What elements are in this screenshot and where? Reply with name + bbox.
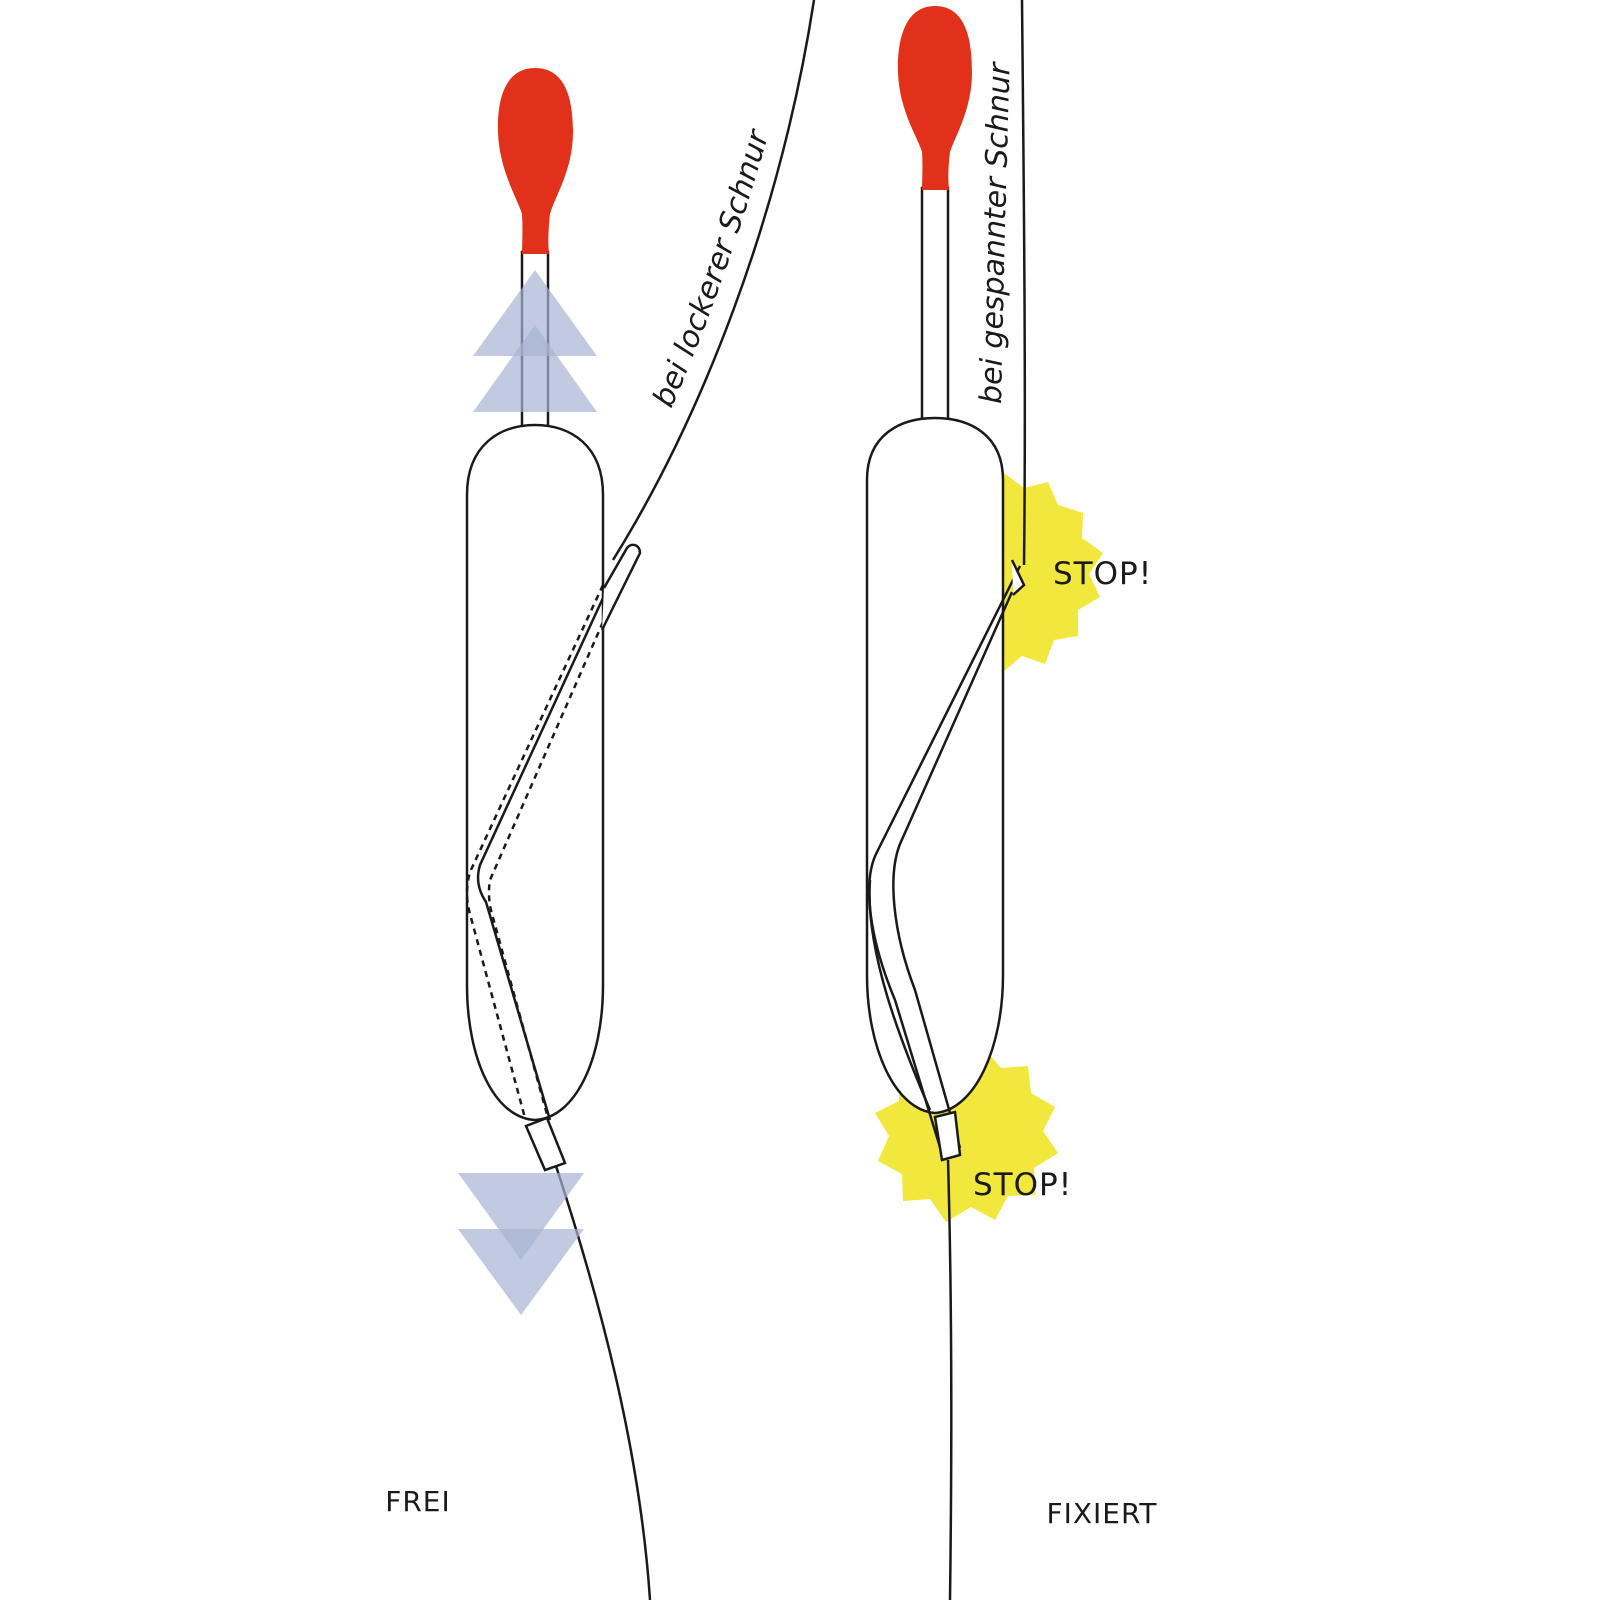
up-arrow-icon (473, 270, 597, 356)
right-line-lower (946, 1159, 953, 1600)
right-line-label: bei gespannter Schnur (974, 61, 1018, 405)
right-tube-inner (892, 591, 1014, 1149)
right-line-upper (1020, 0, 1027, 566)
down-arrow-icon (458, 1229, 584, 1315)
left-tube-exit-top (600, 543, 642, 631)
left-tube-dashed-2 (487, 621, 605, 1119)
down-arrow-icon (458, 1173, 584, 1260)
right-antenna (920, 186, 950, 422)
left-tube-exit-bottom (524, 1116, 567, 1172)
right-float: STOP! STOP! bei gespannter Schnur FIXIER… (865, 0, 1157, 1600)
right-tube-curve (868, 879, 932, 1111)
left-tube-solid (476, 597, 605, 1121)
stop-burst-top (1000, 470, 1103, 672)
left-line-lower (554, 1165, 652, 1600)
left-float: bei lockerer Schnur FREI (385, 0, 816, 1600)
stop-label-bottom: STOP! (973, 1167, 1072, 1203)
right-tube-exit-bottom (933, 1110, 962, 1162)
stop-label-top: STOP! (1053, 556, 1152, 592)
right-caption: FIXIERT (1046, 1497, 1157, 1530)
left-float-tip (497, 68, 573, 254)
right-tube-exit-top (1010, 559, 1026, 596)
right-float-tip (897, 6, 972, 190)
left-caption: FREI (385, 1485, 451, 1518)
left-line-upper (611, 0, 816, 561)
up-arrow-icon (473, 325, 597, 412)
left-float-body (465, 423, 605, 1122)
